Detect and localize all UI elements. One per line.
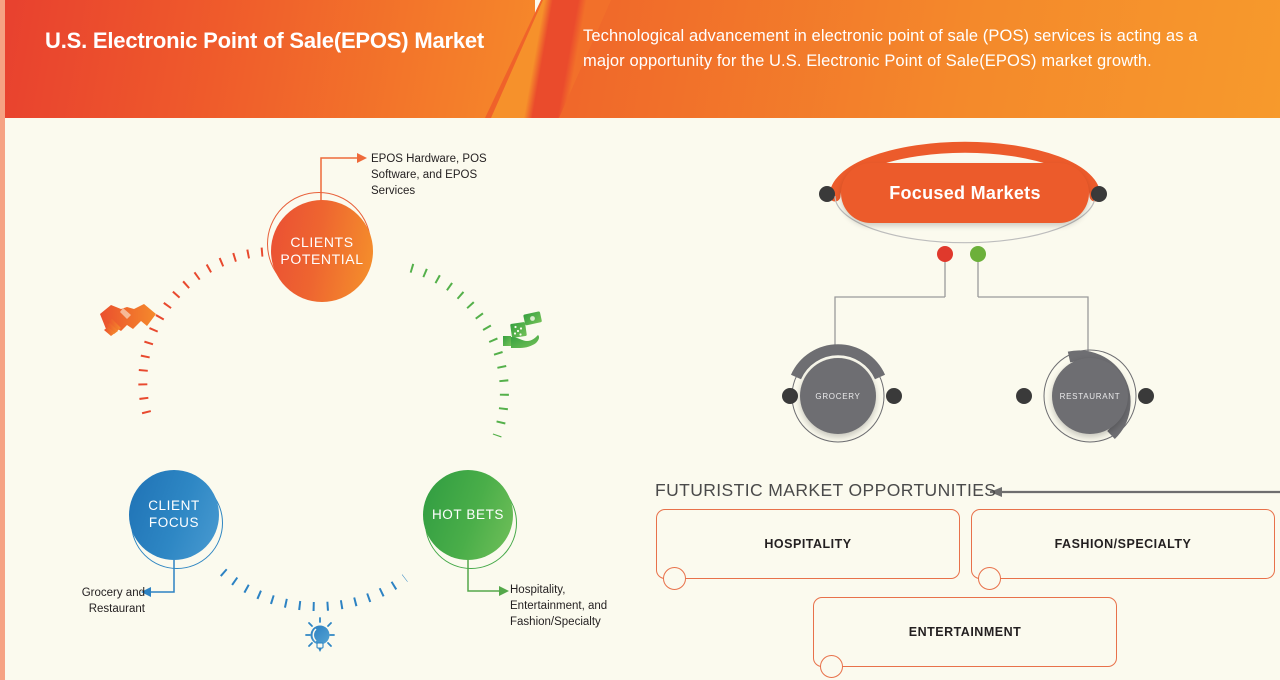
header-banner: U.S. Electronic Point of Sale(EPOS) Mark…	[5, 0, 1280, 118]
callout-clients-potential: EPOS Hardware, POS Software, and EPOS Se…	[371, 153, 487, 197]
blue-dotted-arc	[219, 568, 408, 612]
opportunity-label-entertainment: ENTERTAINMENT	[908, 625, 1022, 639]
orange-dotted-arc	[138, 247, 264, 420]
restaurant-label: RESTAURANT	[1059, 391, 1121, 401]
header-right-gradient	[485, 0, 1280, 118]
opportunity-knob-hospitality	[663, 567, 686, 590]
clients-potential-arrowhead	[357, 153, 367, 163]
money-hand-icon	[502, 310, 544, 355]
callout-client-focus: Grocery and Restaurant	[81, 587, 145, 615]
lightbulb-icon	[304, 616, 336, 659]
node-client-focus[interactable]: CLIENT FOCUS	[129, 470, 219, 560]
grocery-branch-line	[834, 296, 945, 352]
header-subtitle: Technological advancement in electronic …	[583, 27, 1198, 70]
opportunity-knob-entertainment	[820, 655, 843, 678]
client-focus-label: CLIENT FOCUS	[148, 498, 200, 530]
opportunity-label-hospitality: HOSPITALITY	[764, 537, 852, 551]
handshake-icon	[97, 298, 159, 351]
grocery-right-dot	[886, 388, 902, 404]
callout-hot-bets: Hospitality, Entertainment, and Fashion/…	[510, 584, 608, 628]
futuristic-heading: FUTURISTIC MARKET OPPORTUNITIES	[655, 480, 997, 500]
opportunity-box-entertainment[interactable]: ENTERTAINMENT	[813, 597, 1117, 667]
opportunity-box-fashion[interactable]: FASHION/SPECIALTY	[971, 509, 1275, 579]
focused-markets-label: Focused Markets	[889, 182, 1041, 203]
green-dotted-arc	[409, 263, 509, 438]
restaurant-left-dot	[1016, 388, 1032, 404]
restaurant-right-dot	[1138, 388, 1154, 404]
focused-markets-pill[interactable]: Focused Markets	[841, 163, 1089, 223]
opportunity-knob-fashion	[978, 567, 1001, 590]
market-circle-grocery[interactable]: GROCERY	[800, 358, 876, 434]
focused-markets-right-dot	[1091, 186, 1107, 202]
node-clients-potential[interactable]: CLIENTS POTENTIAL	[271, 200, 373, 302]
hot-bets-label: HOT BETS	[431, 506, 505, 522]
header-left-gradient	[5, 0, 535, 118]
focused-markets-left-dot	[819, 186, 835, 202]
clients-potential-label: CLIENTS POTENTIAL	[280, 233, 364, 268]
green-dot	[970, 246, 986, 262]
opportunity-box-hospitality[interactable]: HOSPITALITY	[656, 509, 960, 579]
hot-bets-arrowhead	[499, 586, 509, 596]
page-title: U.S. Electronic Point of Sale(EPOS) Mark…	[45, 28, 485, 53]
node-hot-bets[interactable]: HOT BETS	[423, 470, 513, 560]
restaurant-branch-line	[978, 296, 1089, 352]
grocery-left-dot	[782, 388, 798, 404]
market-circle-restaurant[interactable]: RESTAURANT	[1052, 358, 1128, 434]
red-dot	[937, 246, 953, 262]
grocery-label: GROCERY	[815, 391, 861, 401]
opportunity-label-fashion: FASHION/SPECIALTY	[1054, 537, 1192, 551]
